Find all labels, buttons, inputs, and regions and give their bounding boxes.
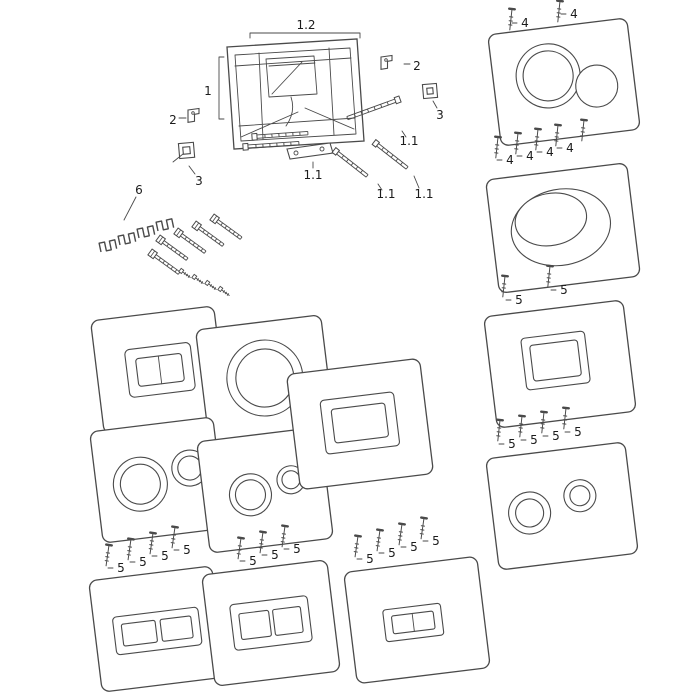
label-cover-screw: 5 <box>508 437 516 451</box>
wall-bracket-right <box>380 54 393 70</box>
plate-outline <box>485 442 639 570</box>
label-cover-screw: 5 <box>515 293 523 307</box>
label-plate-screw: 4 <box>506 153 514 167</box>
small-screw-icon <box>217 285 232 298</box>
screw-icon <box>373 528 384 553</box>
flush-button-large-inner <box>515 498 545 528</box>
label-plate-screw: 4 <box>566 141 574 155</box>
flush-plate-bottom-left <box>88 566 226 692</box>
label-frame-assembly: 1.2 <box>296 18 315 32</box>
label-cover-screw: 5 <box>552 429 560 443</box>
flush-button-small <box>575 64 619 108</box>
label-cover-screw: 5 <box>530 433 538 447</box>
hook-bracket-icon <box>155 218 175 232</box>
fitting-inner <box>426 87 434 95</box>
small-screw-icon <box>191 273 206 286</box>
leader-lines <box>107 13 571 569</box>
mounting-bar-hole <box>319 146 325 152</box>
label-cover-screw: 5 <box>161 549 169 563</box>
flush-plate-bottom-right <box>343 556 491 684</box>
label-cover-screw: 5 <box>574 425 582 439</box>
frame-inner-edge <box>234 47 357 142</box>
button-face-right <box>159 615 194 642</box>
label-cover-screw: 5 <box>249 554 257 568</box>
screw-icon <box>124 537 135 562</box>
hook-bracket-icon <box>136 225 156 239</box>
label-bracket-left: 2 <box>169 113 177 127</box>
fitting-right <box>421 82 439 100</box>
screw-icon <box>417 516 428 541</box>
label-cover-screw: 5 <box>183 543 191 557</box>
flush-button-large-inner <box>522 50 574 102</box>
fitting-pin <box>172 153 184 163</box>
hook-bracket-icon <box>98 239 118 253</box>
label-plate-screw: 4 <box>546 145 554 159</box>
fastener-set <box>98 213 244 298</box>
screw-icon <box>491 135 502 160</box>
hook-bracket-icon <box>117 232 137 246</box>
screw-icon <box>395 522 406 547</box>
button-face-right <box>272 605 304 636</box>
label-rod: 1.1 <box>399 134 418 148</box>
flush-button-large-inner <box>119 463 161 505</box>
button-divider <box>411 613 415 632</box>
small-screw-icon <box>204 279 219 292</box>
mounting-bar-hole <box>293 150 299 156</box>
small-screw-icon <box>178 267 193 280</box>
flush-plate-two-rings-right <box>485 442 639 570</box>
flush-plate-dual-rect <box>90 306 228 434</box>
flush-plate-frame-button <box>286 358 434 490</box>
label-cover-screw: 5 <box>432 534 440 548</box>
screw-icon <box>102 543 113 568</box>
threaded-rod-icon <box>331 147 370 179</box>
label-cover-screw: 5 <box>271 548 279 562</box>
screw-icon <box>351 534 362 559</box>
screw-icon <box>553 0 564 24</box>
flush-plate-two-circles-top <box>487 18 641 146</box>
label-plate-screw: 4 <box>526 149 534 163</box>
label-fastener-set: 6 <box>135 183 143 197</box>
bracket-hole <box>384 58 388 62</box>
label-rod: 1.1 <box>376 187 395 201</box>
label-cover-screw: 5 <box>117 561 125 575</box>
label-cover-screw: 5 <box>293 542 301 556</box>
fitting-left <box>172 141 196 163</box>
flush-button-large-inner <box>234 479 267 511</box>
cistern-frame-assembly <box>226 38 365 150</box>
label-rod: 1.1 <box>303 168 322 182</box>
label-fitting-right: 3 <box>436 108 444 122</box>
button-face-left <box>120 619 158 647</box>
flush-plate-bottom-middle <box>201 560 341 686</box>
oval-button-inner <box>514 192 588 247</box>
label-cover-screw: 5 <box>560 283 568 297</box>
label-plate-screw: 4 <box>521 16 529 30</box>
label-frame: 1 <box>204 84 212 98</box>
label-cover-screw: 5 <box>366 552 374 566</box>
flush-plate-square-button <box>483 300 637 428</box>
part-labels: 1.2 1 2 3 2 3 1.1 1.1 1.1 1.1 6 4 4 4 4 … <box>117 7 582 575</box>
button-face-left <box>238 609 272 641</box>
button-face <box>529 339 582 382</box>
label-bracket-right: 2 <box>413 59 421 73</box>
fitting-inner <box>182 146 191 155</box>
button-face <box>330 402 389 444</box>
bracket-shape <box>380 54 393 70</box>
label-fitting-left: 3 <box>195 174 203 188</box>
flush-button-small-inner <box>569 485 591 507</box>
label-cover-screw: 5 <box>388 546 396 560</box>
bracket-shape <box>187 107 200 123</box>
label-rod: 1.1 <box>414 187 433 201</box>
label-cover-screw: 5 <box>410 540 418 554</box>
label-cover-screw: 5 <box>139 555 147 569</box>
wall-bracket-left <box>187 107 200 123</box>
flush-plate-oval <box>485 163 641 293</box>
button-divider <box>157 355 163 385</box>
frame-internal-details <box>234 47 356 140</box>
label-plate-screw: 4 <box>570 7 578 21</box>
threaded-rods <box>242 95 410 179</box>
flush-plate-two-rings-a <box>89 417 227 543</box>
bracket-hole <box>191 111 195 115</box>
screw-icon <box>505 7 516 32</box>
